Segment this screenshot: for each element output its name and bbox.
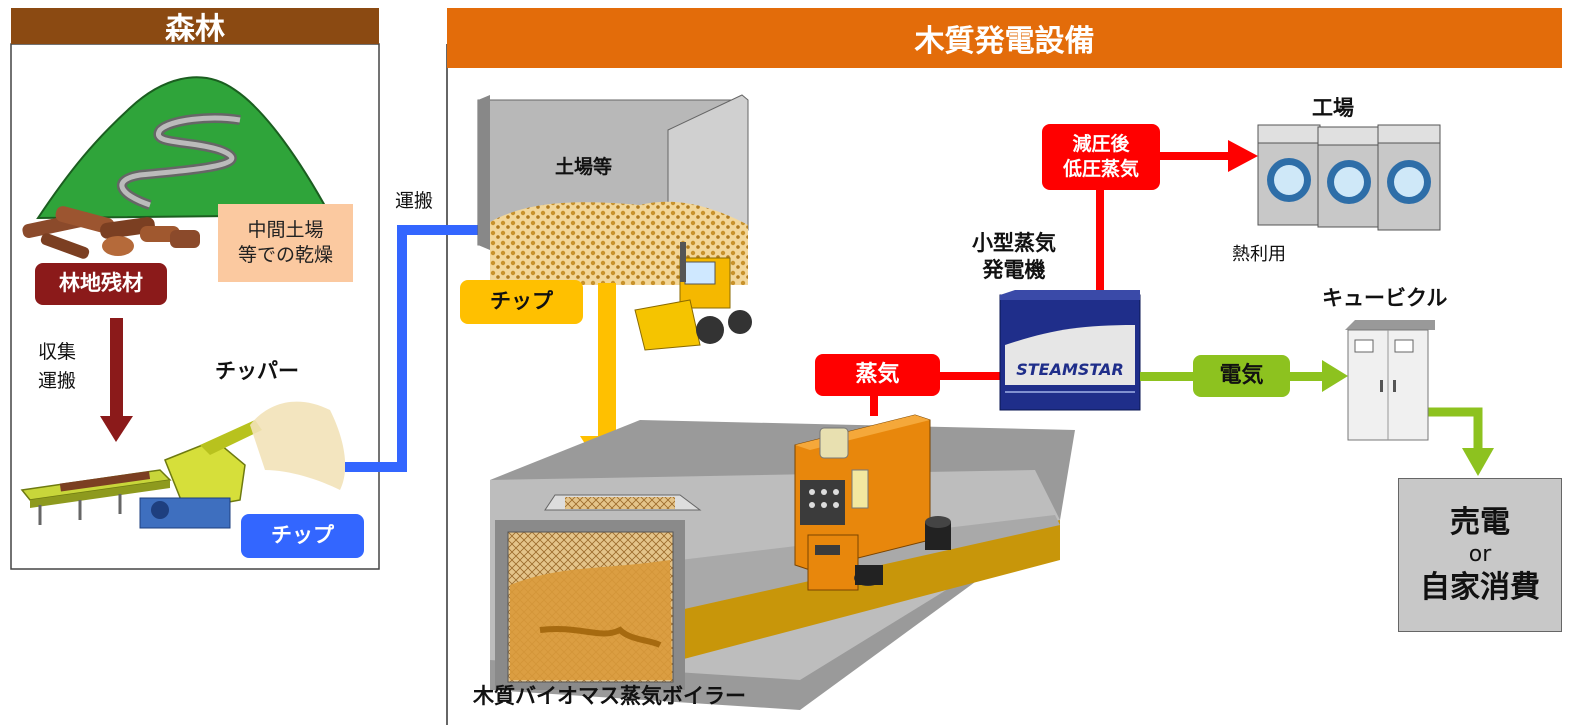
generator-icon: STEAMSTAR [999, 290, 1141, 411]
sale-line1: 売電 [1450, 504, 1510, 540]
residue-badge: 林地残材 [35, 263, 167, 305]
logs-icon [22, 206, 200, 259]
boiler-icon [490, 420, 1075, 710]
electricity-lines [1140, 360, 1494, 476]
collect-label: 収集 運搬 [38, 341, 77, 392]
collect-arrow [100, 318, 133, 442]
residue-label: 林地残材 [59, 271, 143, 296]
mountain-icon [36, 76, 332, 220]
forklift-icon [634, 242, 752, 351]
factory-label: 工場 [1312, 96, 1354, 120]
chipper-icon [20, 401, 346, 529]
plant-chip-badge: チップ [460, 280, 583, 324]
forest-title: 森林 [165, 12, 225, 47]
cubicle-label: キュービクル [1322, 286, 1448, 310]
sale-box: 売電 or 自家消費 [1398, 478, 1562, 632]
heat-use-label: 熱利用 [1232, 244, 1286, 265]
low-steam-badge: 減圧後 低圧蒸気 [1042, 124, 1160, 190]
boiler-unit-icon [794, 414, 951, 591]
plant-header: 木質発電設備 [447, 8, 1562, 68]
storage-yard-icon [477, 94, 749, 285]
sale-line2: or [1468, 542, 1492, 568]
electricity-badge: 電気 [1193, 355, 1290, 397]
factory-machines-icon [1257, 124, 1441, 231]
steam-badge: 蒸気 [815, 354, 940, 396]
low-steam-label: 減圧後 低圧蒸気 [1062, 133, 1139, 180]
sale-line3: 自家消費 [1420, 569, 1540, 605]
boiler-label: 木質バイオマス蒸気ボイラー [473, 684, 746, 708]
plant-chip-label: チップ [490, 289, 553, 314]
transport-label: 運搬 [395, 190, 434, 212]
forest-chip-badge: チップ [241, 514, 364, 558]
electricity-label: 電気 [1219, 362, 1264, 388]
drying-label: 中間土場 等での乾燥 [237, 219, 333, 266]
chipper-label: チッパー [215, 359, 299, 383]
cubicle-icon [1345, 320, 1435, 441]
forest-chip-label: チップ [271, 523, 334, 548]
generator-label: 小型蒸気 発電機 [972, 231, 1056, 283]
drying-box: 中間土場 等での乾燥 [218, 204, 353, 282]
forest-header: 森林 [11, 8, 379, 47]
steam-lines [870, 140, 1258, 416]
generator-brand: STEAMSTAR [1016, 360, 1124, 379]
yard-label: 土場等 [555, 156, 613, 178]
plant-title: 木質発電設備 [914, 24, 1095, 59]
steam-label: 蒸気 [855, 361, 900, 387]
